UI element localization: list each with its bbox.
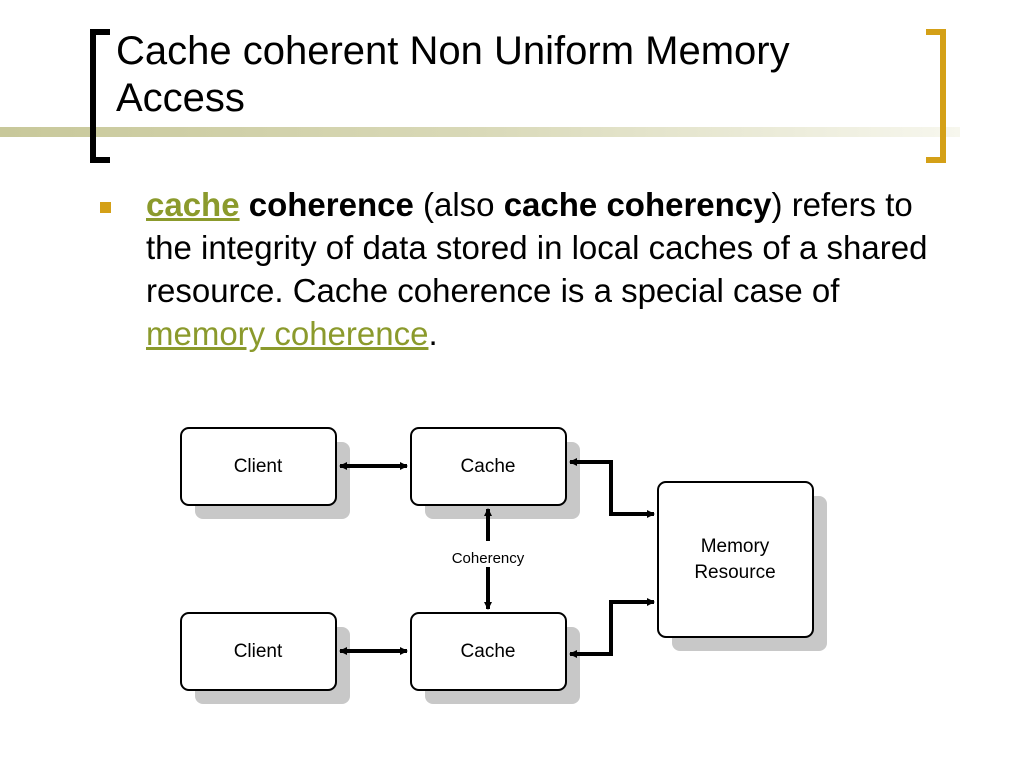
cache-coherency-diagram: Client Cache Client Cache Memory Resourc… [180,427,827,704]
text-definition: ) refers to the integrity of data stored… [146,186,928,309]
bullet-square-icon [100,202,111,213]
bold-coherence: coherence [239,186,414,223]
text-period: . [428,315,438,352]
memory-resource-box: Memory Resource [657,481,814,638]
cache-box-top: Cache [410,427,567,506]
arrow-cache-memory-bottom [569,598,655,658]
memory-label-line-1: Memory [701,536,770,557]
slide-title: Cache coherent Non Uniform Memory Access [116,28,896,122]
bullet-paragraph: cache coherence (also cache coherency) r… [146,183,936,355]
title-bracket-left [90,29,110,163]
cache-label-bottom: Cache [461,641,516,662]
text-also: (also [413,186,504,223]
client-label-bottom: Client [234,641,283,662]
title-rule [0,127,960,137]
client-box-bottom: Client [180,612,337,691]
cache-box-bottom: Cache [410,612,567,691]
slide-title-line-2: Access [116,76,245,120]
arrows [339,458,655,658]
client-box-top: Client [180,427,337,506]
title-bracket-right [926,29,946,163]
link-memory-coherence[interactable]: memory coherence [146,315,429,352]
arrow-cache-memory-top [569,458,655,518]
link-cache[interactable]: cache [146,186,240,223]
memory-label-line-2: Resource [694,562,775,583]
bold-cache-coherency: cache coherency [503,186,772,223]
slide-title-line-1: Cache coherent Non Uniform Memory [116,29,790,73]
coherency-label: Coherency [452,550,525,567]
client-label-top: Client [234,456,283,477]
cache-label-top: Cache [461,456,516,477]
